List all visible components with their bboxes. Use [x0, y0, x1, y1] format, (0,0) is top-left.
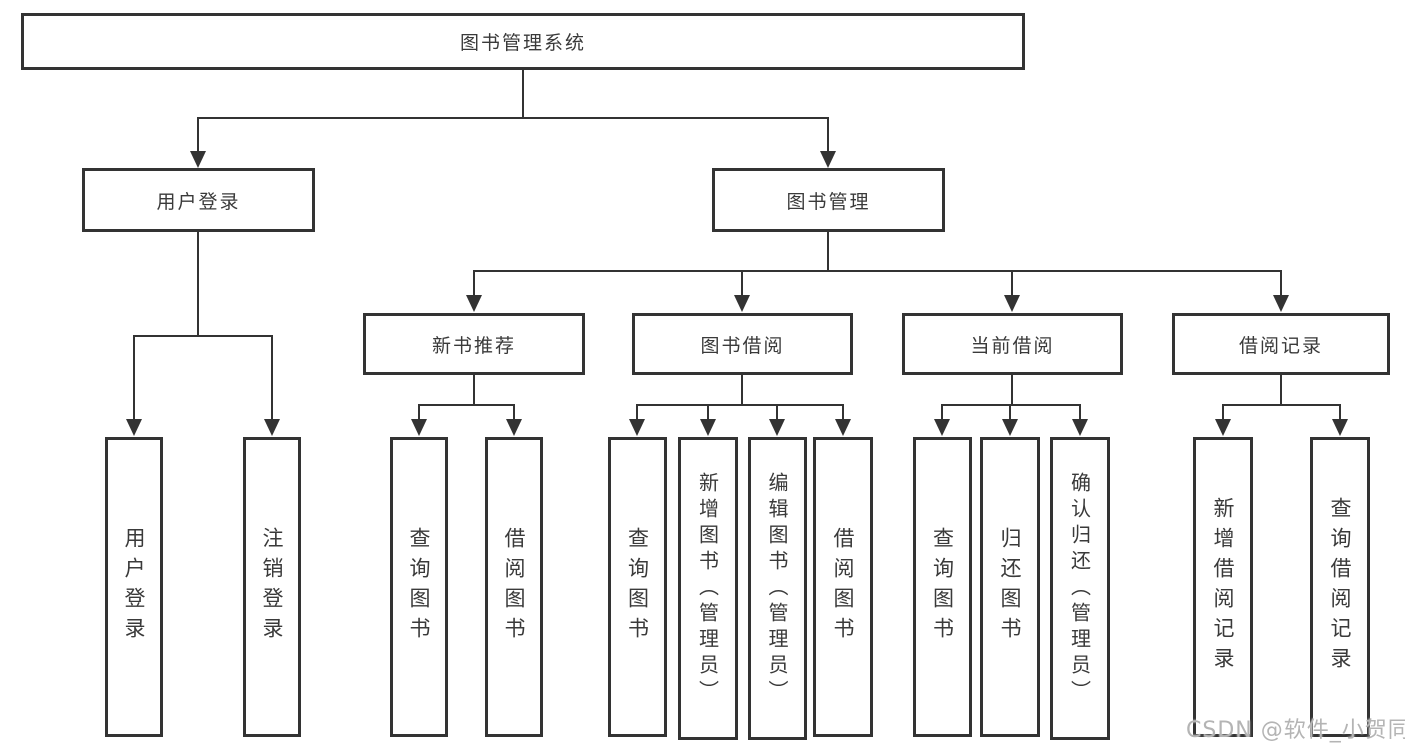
connector-user-login-bar: [133, 335, 273, 337]
connector-root-bar: [197, 117, 829, 119]
connector-leaf-shaft: [1339, 404, 1341, 420]
arrow-down-icon: [1273, 295, 1289, 312]
connector-bar: [418, 404, 515, 406]
connector-leaf-shaft: [1222, 404, 1224, 420]
connector-user-login-shaft: [197, 117, 199, 153]
connector-leaf-shaft: [636, 404, 638, 420]
connector-book-mgmt-stem: [827, 232, 829, 272]
leaf-add-book-admin-label: 新增图书（管理员）: [695, 471, 720, 706]
node-new-book-recommend-label: 新书推荐: [431, 334, 516, 357]
arrow-down-icon: [190, 151, 206, 168]
node-root: 图书管理系统: [21, 13, 1025, 70]
arrow-down-icon: [411, 419, 427, 436]
leaf-add-borrow-record-label: 新增借阅记录: [1211, 497, 1235, 677]
leaf-logout-label: 注销登录: [260, 527, 284, 647]
connector-leaf-shaft: [941, 404, 943, 420]
connector-stem: [473, 375, 475, 406]
leaf-edit-book-admin-label: 编辑图书（管理员）: [765, 471, 789, 706]
connector-bar: [1222, 404, 1341, 406]
arrow-down-icon: [1004, 295, 1020, 312]
connector-leaf-shaft: [271, 335, 273, 420]
arrow-down-icon: [126, 419, 142, 436]
connector-stem: [1280, 375, 1282, 406]
connector-leaf-shaft: [1079, 404, 1081, 420]
connector-l3-shaft: [1011, 270, 1013, 296]
connector-l3-shaft: [741, 270, 743, 296]
connector-book-mgmt-bar: [473, 270, 1281, 272]
connector-root-stem: [522, 70, 524, 118]
node-current-borrowing: 当前借阅: [902, 313, 1123, 375]
leaf-borrow-book-2-label: 借阅图书: [831, 527, 855, 647]
node-book-borrowing-label: 图书借阅: [700, 334, 785, 357]
connector-leaf-shaft: [513, 404, 515, 420]
csdn-watermark: CSDN @软件_小贺同学: [1186, 718, 1405, 743]
connector-book-mgmt-shaft: [827, 117, 829, 153]
leaf-query-borrow-record-label: 查询借阅记录: [1328, 497, 1352, 677]
node-borrowing-records: 借阅记录: [1172, 313, 1390, 375]
arrow-down-icon: [1215, 419, 1231, 436]
leaf-user-login-label: 用户登录: [122, 527, 146, 647]
leaf-confirm-return-admin-label: 确认归还（管理员）: [1067, 471, 1092, 706]
connector-leaf-shaft: [707, 404, 709, 420]
connector-leaf-shaft: [776, 404, 778, 420]
leaf-query-book-3-label: 查询图书: [930, 527, 955, 647]
arrow-down-icon: [700, 419, 716, 436]
arrow-down-icon: [506, 419, 522, 436]
leaf-confirm-return-admin: 确认归还（管理员）: [1050, 437, 1110, 740]
connector-leaf-shaft: [133, 335, 135, 420]
leaf-query-book-2-label: 查询图书: [625, 527, 650, 647]
leaf-return-book-label: 归还图书: [998, 527, 1022, 647]
arrow-down-icon: [769, 419, 785, 436]
connector-stem: [1011, 375, 1013, 406]
connector-leaf-shaft: [842, 404, 844, 420]
node-book-borrowing: 图书借阅: [632, 313, 853, 375]
node-user-login-label: 用户登录: [156, 190, 241, 213]
node-root-label: 图书管理系统: [459, 32, 586, 54]
connector-l3-shaft: [1280, 270, 1282, 296]
leaf-borrow-book-1: 借阅图书: [485, 437, 543, 737]
arrow-down-icon: [1002, 419, 1018, 436]
leaf-borrow-book-2: 借阅图书: [813, 437, 873, 737]
connector-bar: [636, 404, 844, 406]
leaf-query-book-2: 查询图书: [608, 437, 667, 737]
leaf-query-borrow-record: 查询借阅记录: [1310, 437, 1370, 737]
connector-stem: [741, 375, 743, 406]
leaf-add-book-admin: 新增图书（管理员）: [678, 437, 738, 740]
leaf-query-book-1-label: 查询图书: [407, 527, 431, 647]
connector-leaf-shaft: [418, 404, 420, 420]
connector-l3-shaft: [473, 270, 475, 296]
leaf-logout: 注销登录: [243, 437, 301, 737]
leaf-query-book-1: 查询图书: [390, 437, 448, 737]
arrow-down-icon: [264, 419, 280, 436]
node-borrowing-records-label: 借阅记录: [1238, 334, 1323, 357]
arrow-down-icon: [466, 295, 482, 312]
node-book-management-label: 图书管理: [786, 190, 871, 213]
arrow-down-icon: [820, 151, 836, 168]
connector-user-login-stem: [197, 232, 199, 337]
node-book-management: 图书管理: [712, 168, 945, 232]
leaf-edit-book-admin: 编辑图书（管理员）: [748, 437, 807, 740]
node-user-login: 用户登录: [82, 168, 315, 232]
leaf-add-borrow-record: 新增借阅记录: [1193, 437, 1253, 737]
arrow-down-icon: [734, 295, 750, 312]
arrow-down-icon: [934, 419, 950, 436]
leaf-return-book: 归还图书: [980, 437, 1040, 737]
connector-bar: [941, 404, 1081, 406]
node-new-book-recommend: 新书推荐: [363, 313, 585, 375]
connector-leaf-shaft: [1009, 404, 1011, 420]
arrow-down-icon: [835, 419, 851, 436]
arrow-down-icon: [629, 419, 645, 436]
leaf-borrow-book-1-label: 借阅图书: [502, 527, 526, 647]
arrow-down-icon: [1332, 419, 1348, 436]
node-current-borrowing-label: 当前借阅: [970, 334, 1055, 357]
arrow-down-icon: [1072, 419, 1088, 436]
leaf-user-login: 用户登录: [105, 437, 163, 737]
leaf-query-book-3: 查询图书: [913, 437, 972, 737]
